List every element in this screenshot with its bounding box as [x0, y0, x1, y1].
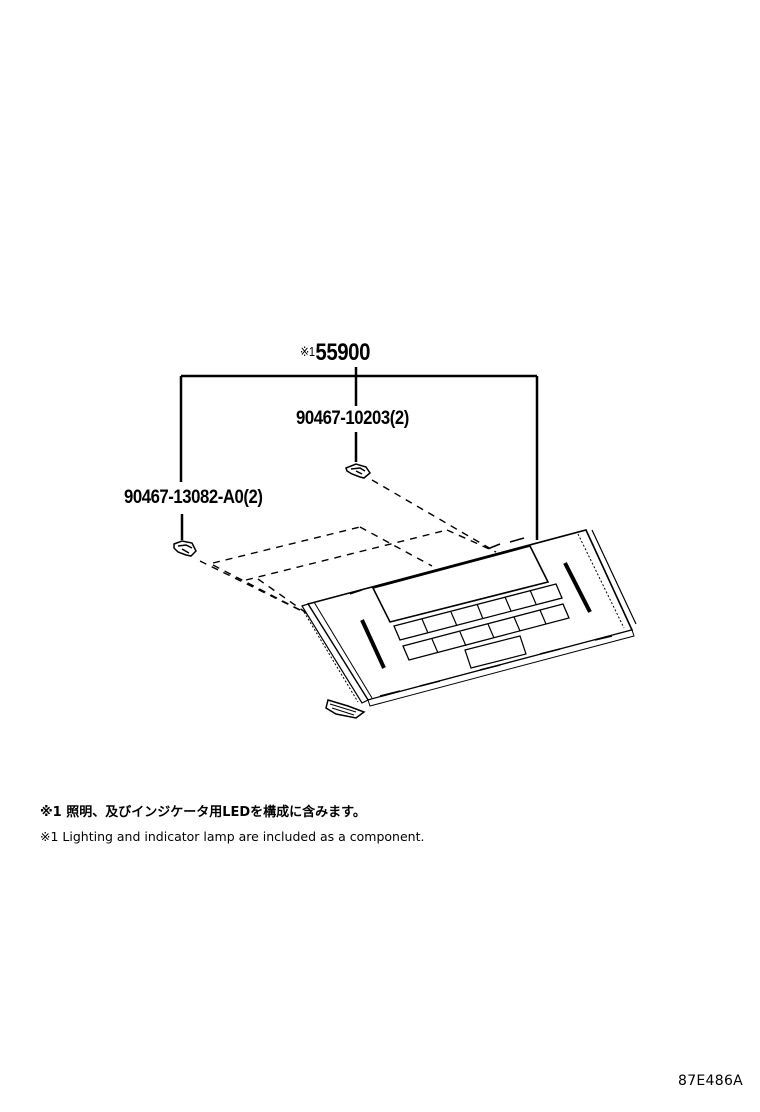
exploded-guide-lines: [199, 479, 497, 616]
part-label-bulb-upper: 90467-10203(2): [296, 408, 409, 429]
note-reference-mark: ※1: [300, 344, 315, 359]
note-english: ※1 Lighting and indicator lamp are inclu…: [40, 829, 425, 844]
part-label-bulb-left: 90467-13082-A0(2): [124, 487, 263, 508]
part-label-main: ※155900: [300, 339, 370, 367]
note-japanese: ※1 照明、及びインジケータ用LEDを構成に含みます。: [40, 805, 366, 820]
bulb-holder-upper-icon: [345, 463, 371, 479]
part-number-main: 55900: [315, 339, 371, 366]
figure-id: 87E486A: [678, 1073, 744, 1089]
climate-control-panel: [301, 529, 637, 719]
leader-bracket: [179, 367, 539, 540]
bulb-holder-left-icon: [173, 540, 197, 557]
